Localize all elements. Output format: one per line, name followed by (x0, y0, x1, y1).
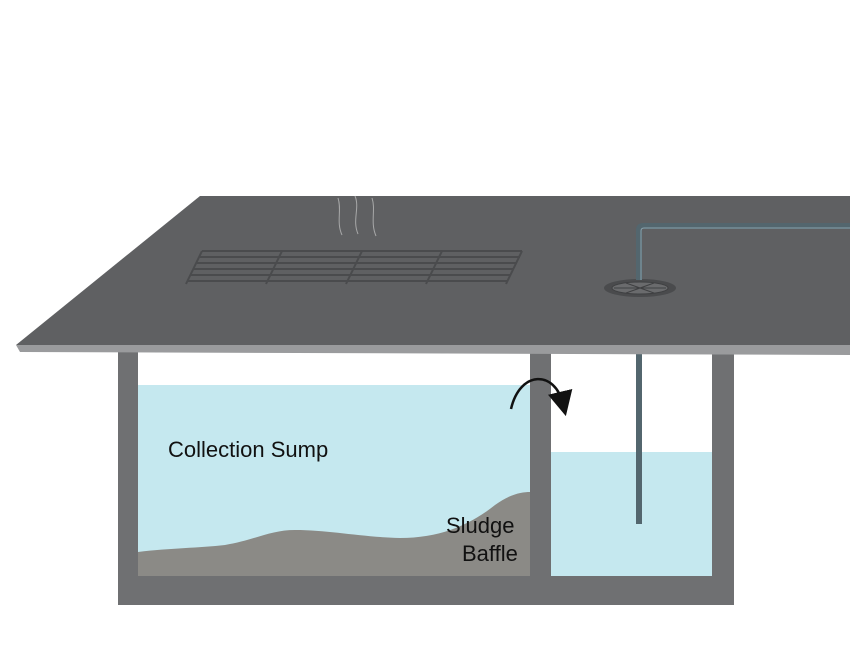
vapor-wisps (337, 195, 377, 237)
discharge-pipe-vertical (636, 352, 642, 524)
sludge-deposit (138, 492, 530, 576)
floor-drain-icon (604, 279, 676, 297)
floor-grate-icon (185, 250, 523, 285)
collection-sump-label: Collection Sump (168, 437, 328, 462)
pump-chamber-water (551, 452, 712, 576)
curved-arrow-icon (509, 377, 573, 417)
slab-edge (16, 345, 850, 355)
discharge-pipe-surface (636, 223, 850, 280)
baffle-wall (530, 385, 551, 576)
baffle-label: Baffle (462, 541, 518, 566)
sludge-label: Sludge (446, 513, 515, 538)
